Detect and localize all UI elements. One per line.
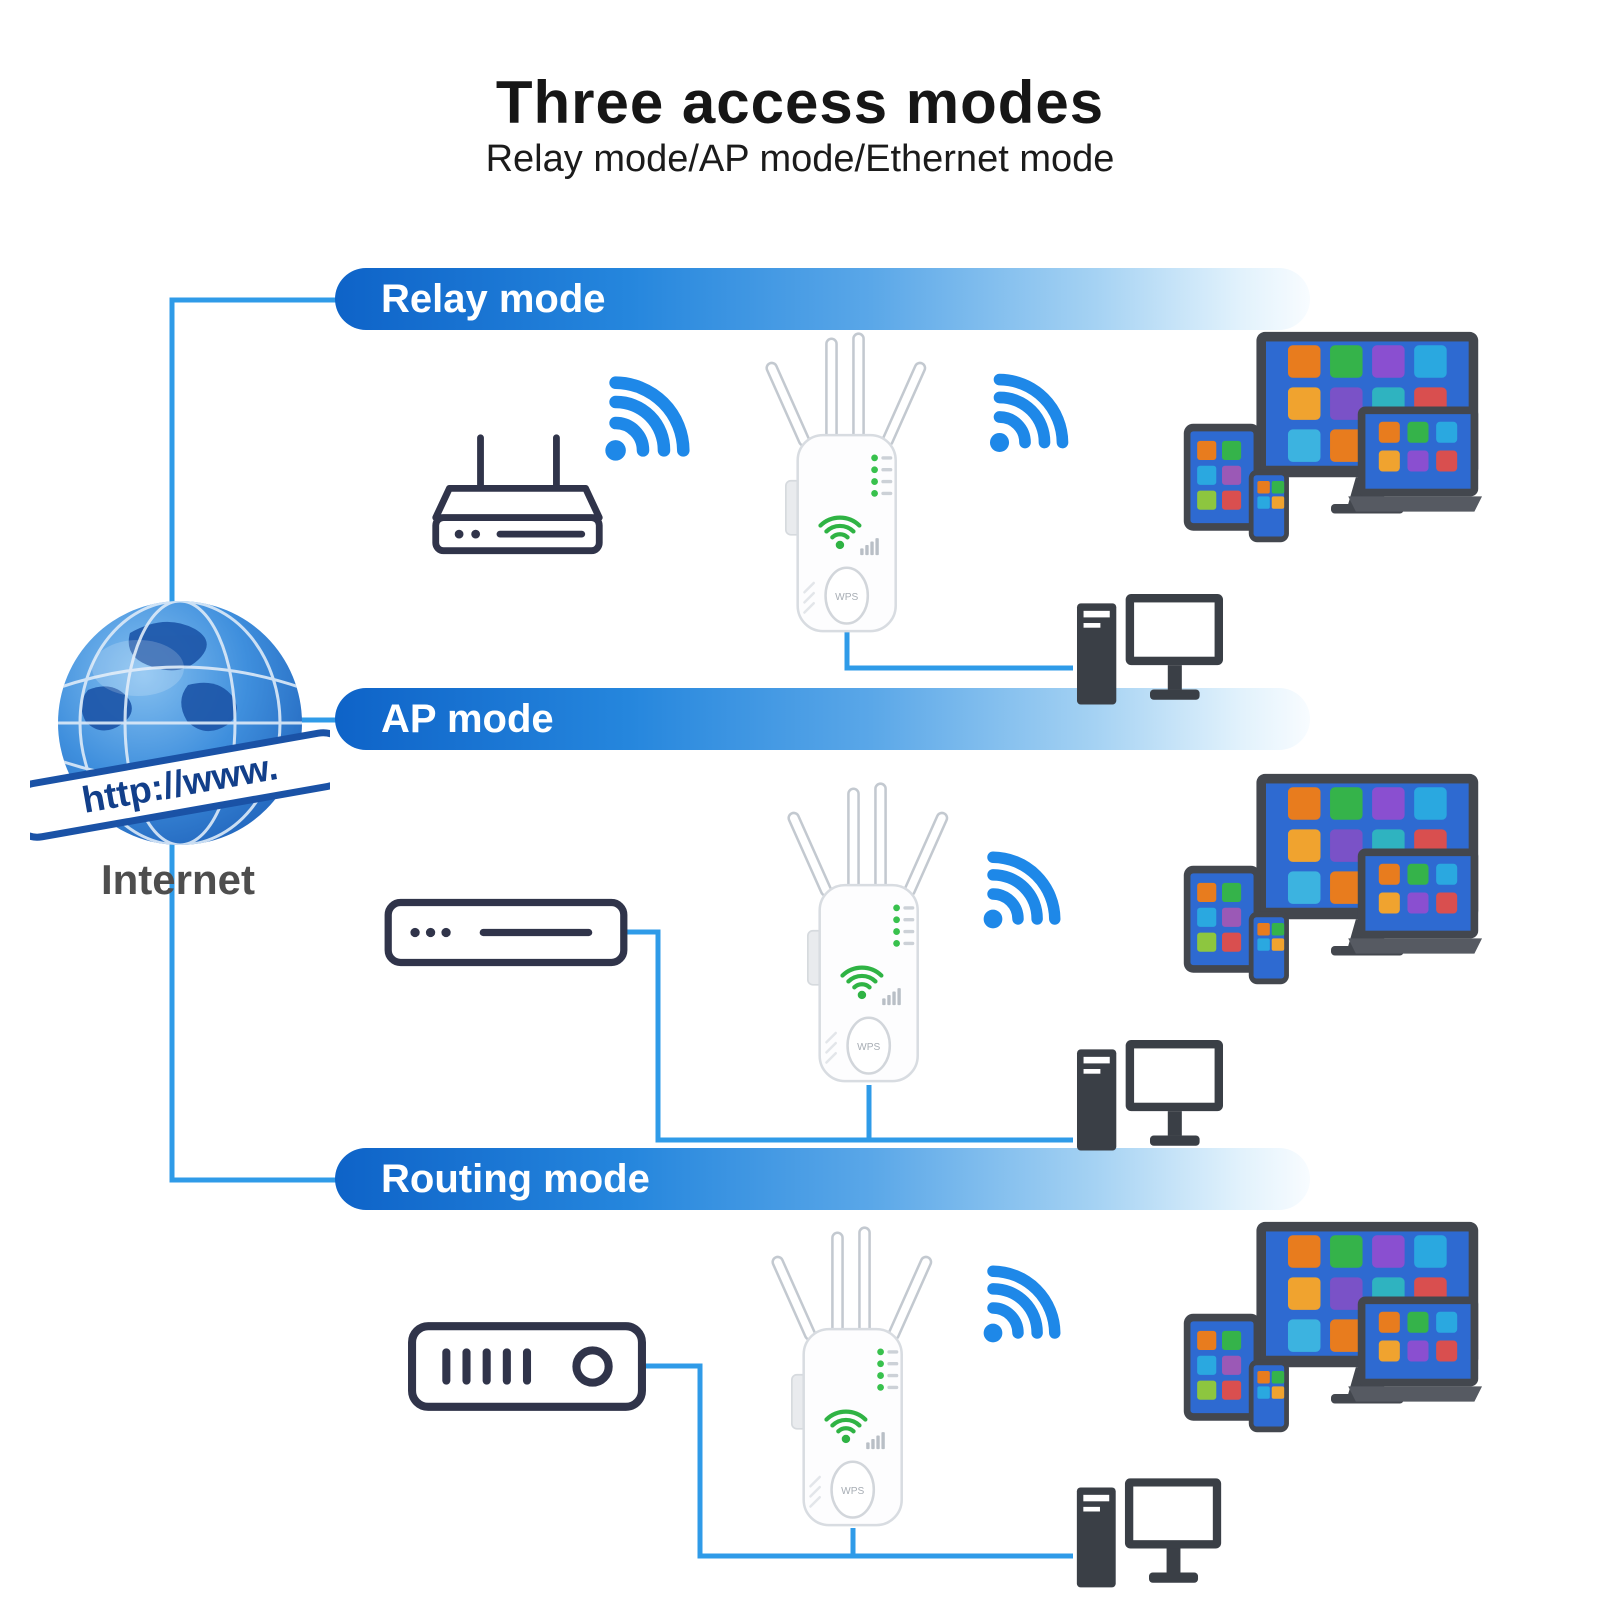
cable-routing-switch-to-pc [642, 1363, 1073, 1559]
banner-routing-mode: Routing mode [335, 1148, 1310, 1210]
banner-relay-mode-label: Relay mode [381, 276, 606, 321]
relay-wifi-repeater-icon [752, 332, 938, 670]
routing-desktop-pc-icon [1076, 1478, 1222, 1588]
internet-label: Internet [100, 856, 255, 903]
ap-client-devices-icon [1183, 773, 1483, 985]
banner-relay-mode: Relay mode [335, 268, 1310, 330]
relay-client-devices-icon [1183, 331, 1483, 543]
routing-client-devices-icon [1183, 1221, 1483, 1433]
internet-globe-icon [30, 588, 330, 888]
banner-routing-mode-label: Routing mode [381, 1156, 650, 1201]
banner-ap-mode-label: AP mode [381, 696, 554, 741]
routing-ethernet-switch-icon [406, 1316, 648, 1417]
routing-wifi-repeater-icon [758, 1226, 944, 1564]
ap-desktop-pc-icon [1076, 1040, 1224, 1151]
ap-wifi-repeater-icon [774, 782, 960, 1120]
cable-relay-repeater-to-pc [844, 628, 1073, 671]
banner-ap-mode: AP mode [335, 688, 1310, 750]
relay-desktop-pc-icon [1076, 594, 1224, 705]
cable-ap-modem-to-pc [620, 929, 1073, 1143]
relay-wireless-router-icon [420, 430, 615, 576]
ap-wired-modem-icon [382, 886, 630, 979]
page-title: Three access modes [495, 69, 1105, 137]
page-subtitle: Relay mode/AP mode/Ethernet mode [485, 138, 1115, 180]
